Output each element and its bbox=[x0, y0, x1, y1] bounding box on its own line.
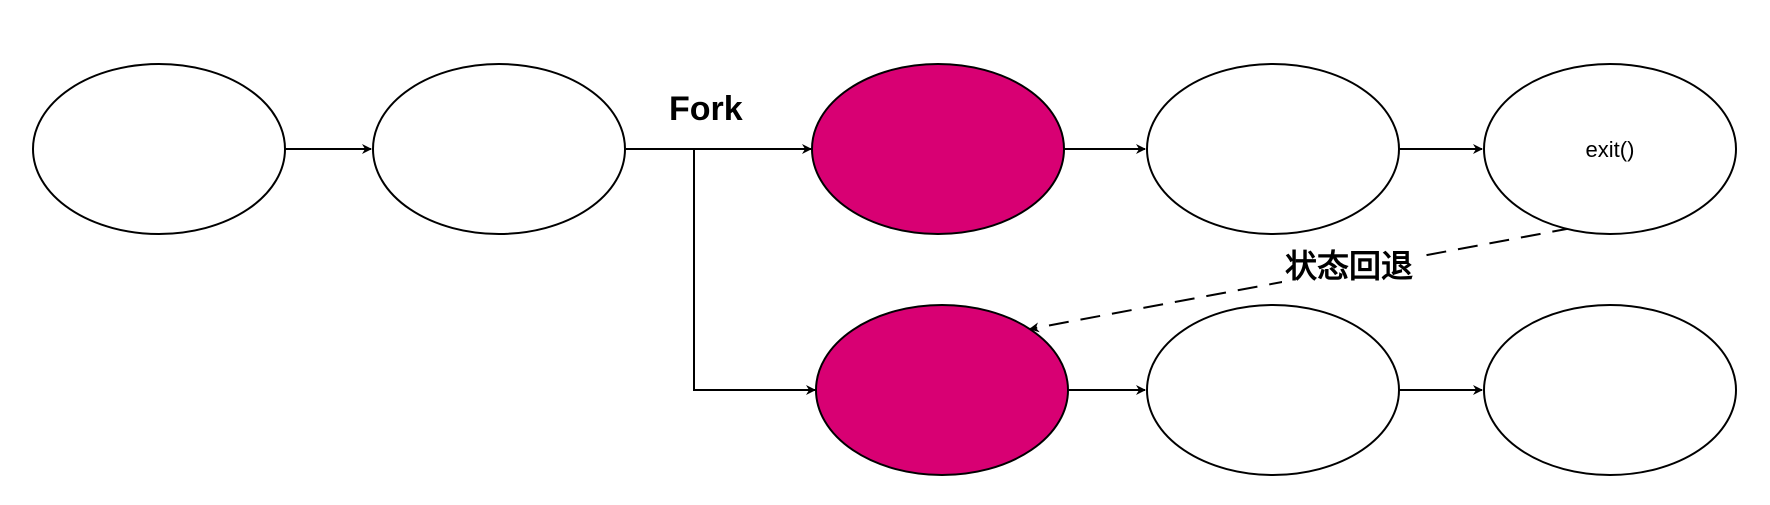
node-3-highlighted bbox=[811, 63, 1065, 235]
node-5-exit bbox=[1483, 63, 1737, 235]
node-6-highlighted bbox=[815, 304, 1069, 476]
node-4 bbox=[1146, 63, 1400, 235]
exit-node-label: exit() bbox=[1586, 137, 1635, 162]
node-8 bbox=[1483, 304, 1737, 476]
rollback-label-background bbox=[1282, 244, 1418, 284]
edge-fork-n6 bbox=[693, 149, 816, 395]
node-1 bbox=[32, 63, 286, 235]
node-7 bbox=[1146, 304, 1400, 476]
fork-label: Fork bbox=[669, 90, 743, 128]
rollback-label: 状态回退 bbox=[1285, 247, 1413, 285]
node-2 bbox=[372, 63, 626, 235]
